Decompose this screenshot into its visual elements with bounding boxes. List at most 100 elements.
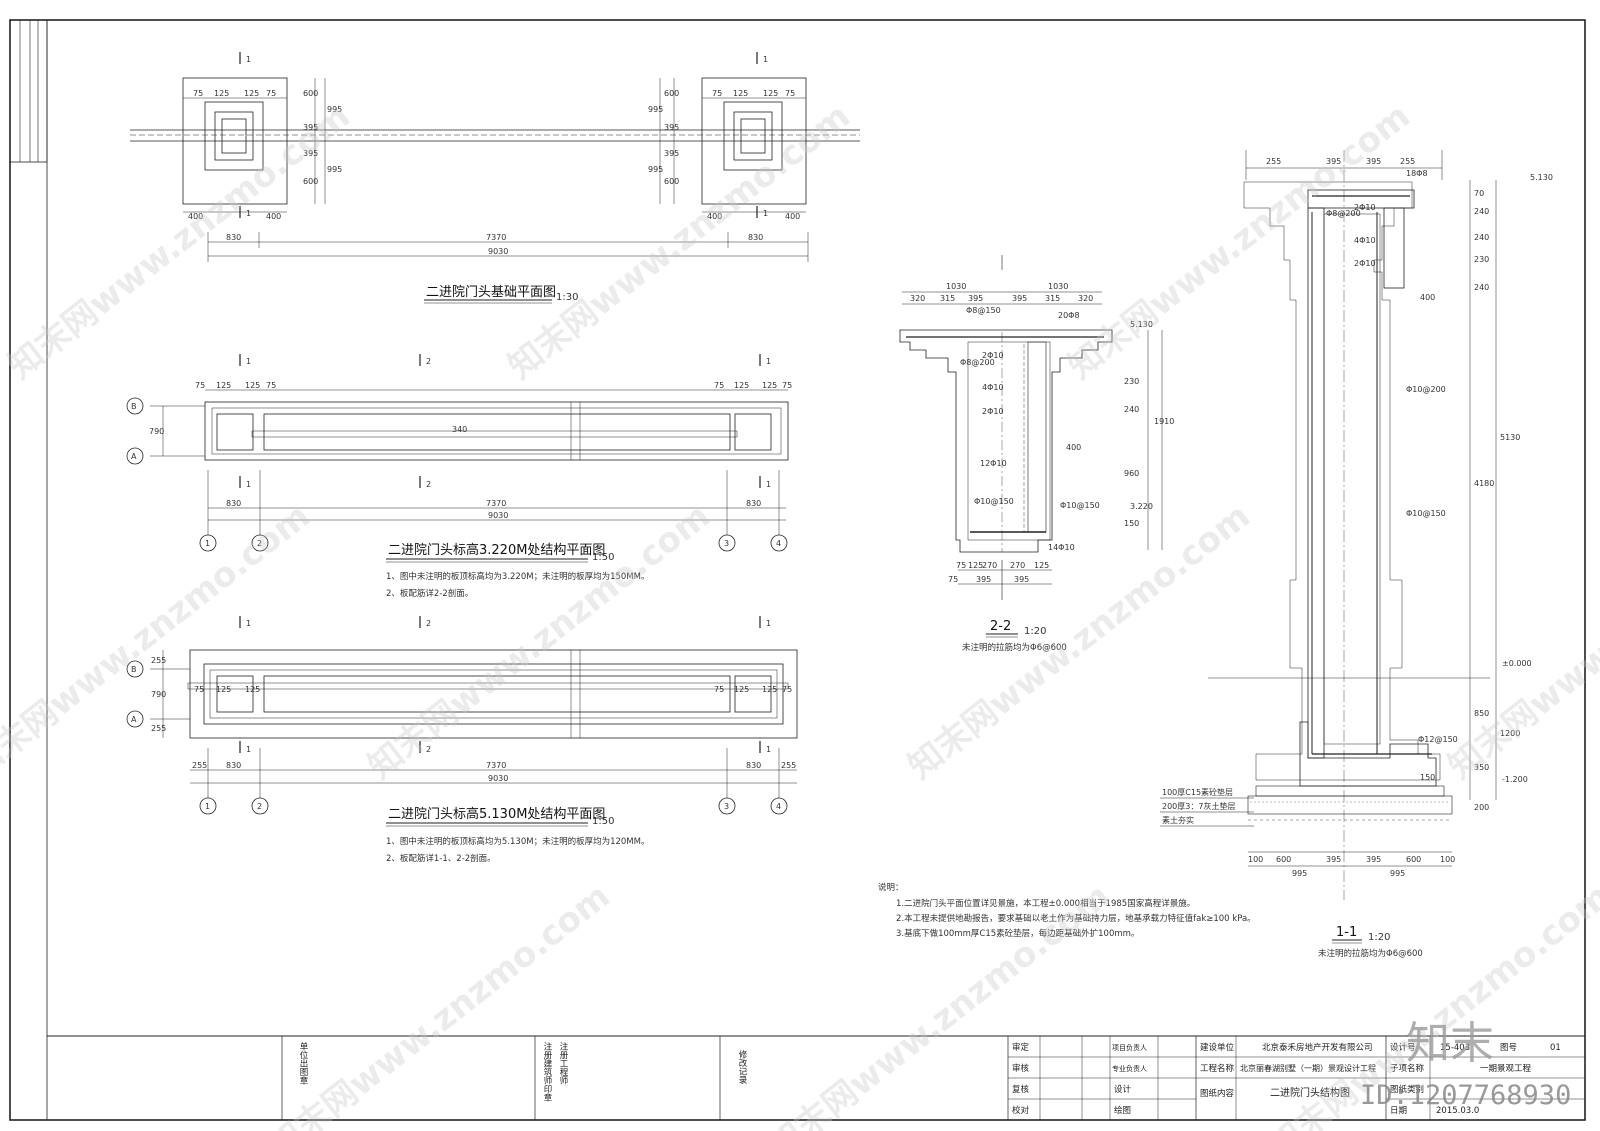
dim-text: 790: [149, 427, 164, 436]
dim-text: 125: [216, 381, 231, 390]
reg-arch-label: 注册建筑师印章: [542, 1041, 552, 1101]
rebar-label: 14Φ10: [1048, 543, 1075, 552]
dim-text: 400: [266, 212, 281, 221]
section-1-1-scale: 1:20: [1368, 932, 1390, 943]
dim-text: 395: [664, 123, 679, 132]
dim-text: 75: [714, 685, 724, 694]
title-block-text: 单位出图章 注册建筑师印章 注册工程师 修改记录 审定 审核 复核 校对 项目负…: [298, 1041, 1561, 1116]
watermark: 知末网www.znzmo.com: [1441, 496, 1600, 787]
grid-label-2: 2: [257, 802, 262, 811]
section-1-1-labels: 255 395 395 255 18Φ8 5.130 Φ8@200 2Φ10 4…: [1162, 157, 1553, 959]
watermark: 知末网www.znzmo.com: [361, 496, 718, 787]
section-mark: 1: [246, 480, 251, 489]
section-mark: 1: [246, 55, 251, 64]
cat-label: 图纸类别: [1390, 1084, 1424, 1095]
rebar-label: 20Φ8: [1058, 311, 1080, 320]
dim-text: 125: [762, 381, 777, 390]
dim-text: 200: [1474, 803, 1489, 812]
brand-watermark: 知末: [1406, 1018, 1494, 1069]
section-mark: 2: [426, 619, 431, 628]
dim-text: 125: [968, 561, 983, 570]
grid-label-3: 3: [724, 802, 729, 811]
section-2-2-title: 2-2: [990, 619, 1011, 634]
foundation-plan-scale: 1:30: [556, 292, 578, 303]
dim-text: 400: [785, 212, 800, 221]
review-label: 审定: [1012, 1042, 1030, 1053]
dim-text: 395: [968, 294, 983, 303]
code-label: 设计号: [1390, 1042, 1416, 1053]
dim-text: 395: [1366, 855, 1381, 864]
section-mark: 1: [766, 619, 771, 628]
dim-text: 1030: [946, 282, 966, 291]
grid-label-a: A: [131, 452, 137, 461]
dim-text: 995: [327, 165, 342, 174]
watermark: 知末网www.znzmo.com: [1, 96, 358, 387]
dim-text: 240: [1124, 405, 1139, 414]
general-note: 2.本工程未提供地勘报告，要求基础以老土作为基础持力层，地基承载力特征值fak≥…: [896, 913, 1256, 924]
plan-5130-scale: 1:50: [592, 816, 614, 827]
dim-text: 320: [910, 294, 925, 303]
dim-text: 75: [266, 89, 276, 98]
section-mark: 2: [426, 480, 431, 489]
watermark: 知末网www.znzmo.com: [901, 496, 1258, 787]
dim-text: 75: [193, 89, 203, 98]
dim-text: 395: [1014, 575, 1029, 584]
section-mark: 1: [246, 745, 251, 754]
dim-text: 75: [785, 89, 795, 98]
rebar-label: Φ10@200: [1406, 385, 1446, 394]
dim-text: 600: [1276, 855, 1291, 864]
dim-text: 70: [1474, 189, 1484, 198]
section-1-1-title: 1-1: [1336, 925, 1357, 940]
plan-5130-note: 1、图中未注明的板顶标高均为5.130M；未注明的板厚均为120MM。: [386, 836, 649, 847]
watermark: 知末网www.znzmo.com: [261, 876, 618, 1131]
grid-label-2: 2: [257, 539, 262, 548]
grid-label-4: 4: [776, 539, 781, 548]
dim-text: 995: [648, 165, 663, 174]
dim-text: 75: [714, 381, 724, 390]
dim-text: 395: [1012, 294, 1027, 303]
level-label: 5.130: [1530, 173, 1553, 182]
date-label: 日期: [1390, 1106, 1407, 1116]
dim-text: 150: [1420, 773, 1435, 782]
dim-text: 830: [226, 761, 241, 770]
dim-text: 830: [748, 233, 763, 242]
dim-text: 230: [1474, 255, 1489, 264]
dim-text: 1910: [1154, 417, 1174, 426]
recheck-label: 复核: [1012, 1084, 1030, 1095]
title-block: [47, 1035, 1585, 1120]
watermark-layer: 知末网www.znzmo.com 知末网www.znzmo.com 知末网www…: [0, 96, 1600, 1131]
dim-text: 125: [763, 89, 778, 98]
dim-text: 4180: [1474, 479, 1494, 488]
dim-text: 830: [226, 499, 241, 508]
unit-stamp-label: 单位出图章: [298, 1041, 308, 1084]
rebar-label: Φ10@150: [1060, 501, 1100, 510]
dim-text: 240: [1474, 233, 1489, 242]
dim-text: 230: [1124, 377, 1139, 386]
dim-text: 995: [1292, 869, 1307, 878]
grid-label-a: A: [131, 715, 137, 724]
dim-text: 315: [1045, 294, 1060, 303]
dim-text: 400: [1066, 443, 1081, 452]
dim-text: 600: [1406, 855, 1421, 864]
client-label: 建设单位: [1200, 1042, 1235, 1053]
grid-label-1: 1: [205, 802, 210, 811]
plan-5130-labels: B A 255 790 255 1 2 3 4 1 2 1 1 2 1 75 1…: [131, 619, 796, 864]
section-mark: 2: [426, 357, 431, 366]
dim-text: 150: [1124, 519, 1139, 528]
plan-3220-labels: B A 790 1 2 3 4 1 2 1 1 2 1 75 125 125 7…: [131, 357, 792, 599]
dim-text: 125: [244, 89, 259, 98]
section-mark: 1: [246, 619, 251, 628]
dim-text: 790: [151, 690, 166, 699]
dim-text: 9030: [488, 774, 508, 783]
watermark: 知末网www.znzmo.com: [501, 96, 858, 387]
plan-3220-note: 1、图中未注明的板顶标高均为3.220M；未注明的板厚均为150MM。: [386, 571, 649, 582]
layer-label: 素土夯实: [1162, 815, 1194, 825]
proj-lead-label: 项目负责人: [1112, 1043, 1147, 1052]
dim-text: 125: [245, 685, 260, 694]
dim-text: 395: [303, 123, 318, 132]
sub-label: 子项名称: [1390, 1063, 1425, 1074]
rebar-label: Φ8@150: [966, 306, 1001, 315]
general-note: 1.二进院门头平面位置详见景施，本工程±0.000相当于1985国家高程详景施。: [896, 898, 1195, 909]
dim-text: 395: [1366, 157, 1381, 166]
